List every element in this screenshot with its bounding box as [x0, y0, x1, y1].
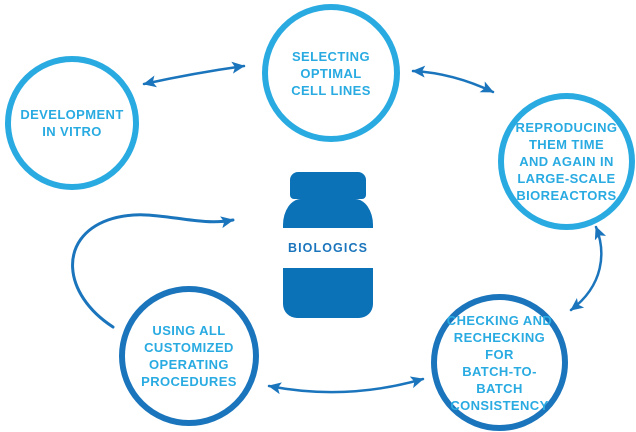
node-label: CHECKING AND RECHECKING FOR BATCH-TO-BAT… [446, 312, 553, 413]
arrow-loop-bottom-left-to-center [71, 213, 235, 329]
node-label: REPRODUCING THEM TIME AND AGAIN IN LARGE… [515, 120, 618, 203]
bottle-cap [290, 172, 366, 199]
arrow-right-to-bottom-right [569, 225, 607, 312]
node-label: SELECTING OPTIMAL CELL LINES [291, 48, 371, 98]
biologics-bottle-icon: BIOLOGICS [282, 172, 374, 318]
node-reproducing-large-scale-bioreactors: REPRODUCING THEM TIME AND AGAIN IN LARGE… [498, 93, 635, 230]
bottle-label-band: BIOLOGICS [282, 228, 374, 268]
node-selecting-optimal-cell-lines: SELECTING OPTIMAL CELL LINES [262, 4, 400, 142]
node-label: DEVELOPMENT IN VITRO [20, 107, 124, 139]
node-checking-batch-consistency: CHECKING AND RECHECKING FOR BATCH-TO-BAT… [431, 294, 568, 431]
bottle-label: BIOLOGICS [287, 241, 369, 255]
node-customized-operating-procedures: USING ALL CUSTOMIZED OPERATING PROCEDURE… [119, 286, 259, 426]
node-label: USING ALL CUSTOMIZED OPERATING PROCEDURE… [141, 323, 237, 389]
arrow-top-to-right [411, 65, 495, 94]
arrow-bottom-right-to-bottom-left [267, 376, 425, 395]
arrow-left-to-top [142, 61, 246, 88]
node-development-in-vitro: DEVELOPMENT IN VITRO [5, 56, 139, 190]
